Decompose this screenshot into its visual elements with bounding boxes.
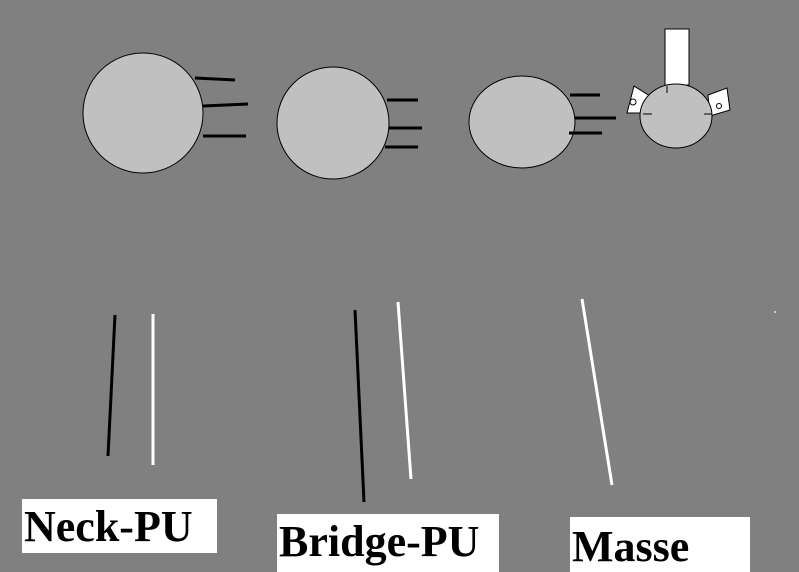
stray-dot (774, 311, 776, 313)
switch-body (639, 83, 713, 149)
switch-lug-left-hole (629, 98, 637, 106)
pot-2 (276, 66, 422, 180)
bridge-pu-label: Bridge-PU (277, 514, 499, 572)
pot-3-body (468, 75, 576, 169)
pot-1-lug-1 (194, 76, 236, 82)
neck-pu-label: Neck-PU (22, 499, 217, 553)
switch-lug-right-hole (716, 103, 722, 109)
wire-bridge-black (353, 309, 366, 503)
wire-neck-black (106, 314, 117, 457)
pot-1-lug-2 (202, 102, 249, 108)
switch-lever (664, 28, 690, 86)
wire-bridge-white (396, 301, 413, 480)
pot-3 (468, 75, 616, 169)
pot-1 (82, 52, 249, 174)
wire-masse-white (580, 298, 614, 486)
pot-1-body (82, 52, 204, 174)
selector-switch (626, 28, 731, 149)
pot-2-body (276, 66, 390, 180)
masse-label: Masse (570, 517, 750, 572)
